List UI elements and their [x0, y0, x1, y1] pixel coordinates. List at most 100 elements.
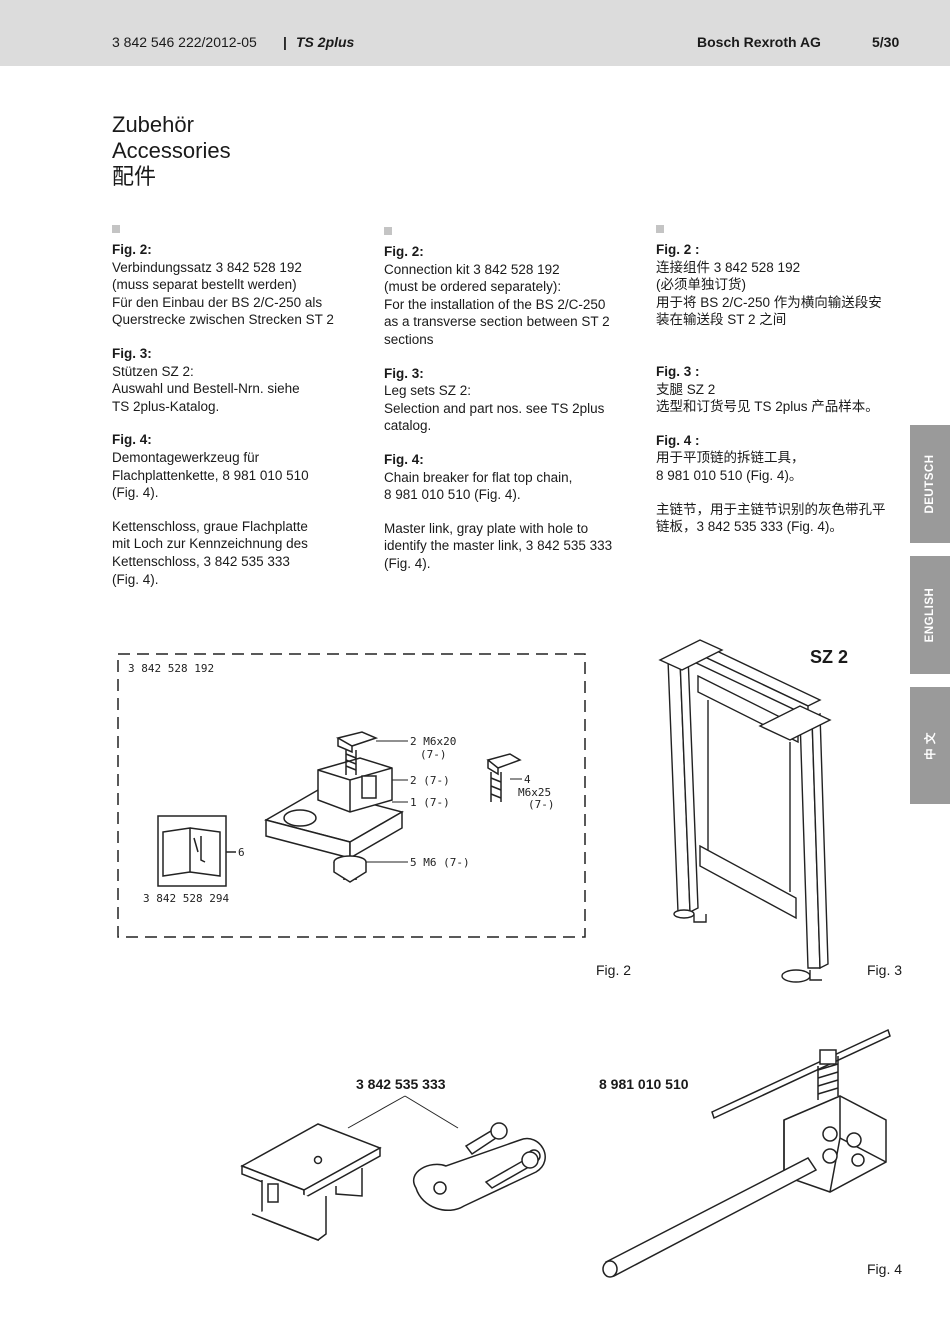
- text-line: 连接组件 3 842 528 192: [656, 259, 801, 275]
- callout-4-size: M6x25: [518, 786, 551, 799]
- text-line: TS 2plus-Katalog.: [112, 398, 220, 414]
- fig2-label: Fig. 2: [596, 962, 632, 978]
- text-line: (Fig. 4).: [112, 485, 159, 501]
- master-link-drawing: [413, 1122, 546, 1211]
- text-line: sections: [384, 331, 434, 347]
- text-line: (Fig. 4).: [112, 571, 159, 587]
- text-line: Querstrecke zwischen Strecken ST 2: [112, 312, 334, 328]
- en-fig3: Fig. 3: Leg sets SZ 2: Selection and par…: [384, 365, 624, 435]
- text-line: Kettenschloss, graue Flachplatte: [112, 518, 308, 534]
- text-line: catalog.: [384, 418, 432, 434]
- de-fig2: Fig. 2: Verbindungssatz 3 842 528 192 (m…: [112, 241, 352, 329]
- master-link-number: 3 842 535 333: [356, 1076, 446, 1092]
- text-line: Connection kit 3 842 528 192: [384, 261, 560, 277]
- flat-plate-drawing: [240, 1123, 382, 1242]
- column-german: Fig. 2: Verbindungssatz 3 842 528 192 (m…: [112, 225, 352, 604]
- fig4-label: Fig. 4: [867, 1261, 903, 1277]
- fig3-label: Fig. 3 :: [656, 363, 700, 379]
- en-fig4: Fig. 4: Chain breaker for flat top chain…: [384, 451, 624, 504]
- company-name: Bosch Rexroth AG: [697, 34, 821, 50]
- callout-1-note: (7-): [420, 748, 447, 761]
- zh-fig3: Fig. 3 : 支腿 SZ 2 选型和订货号见 TS 2plus 产品样本。: [656, 363, 906, 416]
- text-line: Stützen SZ 2:: [112, 363, 194, 379]
- sz2-label: SZ 2: [810, 647, 849, 667]
- fig2-label: Fig. 2 :: [656, 242, 700, 257]
- text-line: 用于将 BS 2/C-250 作为横向输送段安: [656, 294, 882, 310]
- de-master-link: Kettenschloss, graue Flachplatte mit Loc…: [112, 518, 352, 588]
- bullet-square: [656, 225, 664, 233]
- clamp-assembly-drawing: [264, 731, 522, 883]
- fig4-label: Fig. 4 :: [656, 432, 700, 448]
- zh-fig2: Fig. 2 : 连接组件 3 842 528 192 (必须单独订货) 用于将…: [656, 241, 906, 329]
- text-line: Verbindungssatz 3 842 528 192: [112, 259, 302, 275]
- chain-breaker-number: 8 981 010 510: [599, 1076, 689, 1092]
- doc-number: 3 842 546 222/2012-05: [112, 34, 257, 50]
- callout-4: 4: [524, 773, 531, 786]
- bullet-square: [112, 225, 120, 233]
- en-master-link: Master link, gray plate with hole to ide…: [384, 520, 624, 573]
- page-number: 5/30: [872, 34, 900, 50]
- callout-2: 2 (7-): [410, 774, 450, 787]
- fig4-label: Fig. 4:: [112, 432, 152, 448]
- title-en: Accessories: [112, 138, 231, 163]
- fig2-leader-lines: [366, 740, 522, 863]
- text-line: (must be ordered separately):: [384, 279, 562, 295]
- text-line: Für den Einbau der BS 2/C-250 als: [112, 294, 323, 310]
- fig2-tool-number: 3 842 528 294: [143, 892, 229, 905]
- tool-booklet-icon: [157, 815, 236, 887]
- fig3-label: Fig. 3: [867, 962, 903, 978]
- chain-breaker-drawing: [602, 1028, 891, 1278]
- fig4-label: Fig. 4:: [384, 451, 424, 467]
- leg-set-drawing: [658, 639, 832, 983]
- column-chinese: Fig. 2 : 连接组件 3 842 528 192 (必须单独订货) 用于将…: [656, 225, 906, 552]
- text-line: (Fig. 4).: [384, 555, 431, 571]
- text-line: For the installation of the BS 2/C-250: [384, 296, 606, 312]
- text-line: as a transverse section between ST 2: [384, 314, 610, 330]
- tab-english[interactable]: ENGLISH: [910, 556, 950, 674]
- text-line: 选型和订货号见 TS 2plus 产品样本。: [656, 399, 879, 415]
- callout-5: 5 M6 (7-): [410, 856, 470, 869]
- fig2-kit-number: 3 842 528 192: [128, 662, 214, 675]
- tab-chinese[interactable]: 中 文: [910, 687, 950, 804]
- page-header: 3 842 546 222/2012-05 | TS 2plus Bosch R…: [0, 0, 950, 66]
- fig2-label: Fig. 2:: [112, 242, 152, 257]
- fig2-label: Fig. 2:: [384, 244, 424, 259]
- text-line: 用于平顶链的拆链工具，: [656, 450, 805, 466]
- callout-6: 6: [238, 846, 245, 859]
- text-line: Chain breaker for flat top chain,: [384, 469, 573, 485]
- text-line: 8 981 010 510 (Fig. 4).: [384, 487, 521, 503]
- fig4-leader-lines: [347, 1095, 459, 1129]
- fig2-dashed-border: [117, 653, 586, 938]
- text-line: Kettenschloss, 3 842 535 333: [112, 553, 290, 569]
- de-fig3: Fig. 3: Stützen SZ 2: Auswahl und Bestel…: [112, 345, 352, 415]
- column-english: Fig. 2: Connection kit 3 842 528 192 (mu…: [384, 227, 624, 589]
- text-line: 8 981 010 510 (Fig. 4)。: [656, 467, 803, 483]
- text-line: identify the master link, 3 842 535 333: [384, 538, 613, 554]
- callout-3: 1 (7-): [410, 796, 450, 809]
- title-zh: 配件: [112, 164, 157, 189]
- text-line: (muss separat bestellt werden): [112, 277, 297, 293]
- de-fig4: Fig. 4: Demontagewerkzeug für Flachplatt…: [112, 431, 352, 501]
- zh-master-link: 主链节，用于主链节识别的灰色带孔平 链板，3 842 535 333 (Fig.…: [656, 501, 906, 536]
- tab-deutsch[interactable]: DEUTSCH: [910, 425, 950, 543]
- title-de: Zubehör: [112, 112, 194, 137]
- text-line: 链板，3 842 535 333 (Fig. 4)。: [656, 519, 843, 535]
- zh-fig4: Fig. 4 : 用于平顶链的拆链工具， 8 981 010 510 (Fig.…: [656, 432, 906, 485]
- bullet-square: [384, 227, 392, 235]
- callout-1: 2 M6x20: [410, 735, 456, 748]
- header-separator: |: [283, 34, 287, 50]
- text-line: Leg sets SZ 2:: [384, 383, 472, 399]
- en-fig2: Fig. 2: Connection kit 3 842 528 192 (mu…: [384, 243, 624, 349]
- text-line: Flachplattenkette, 8 981 010 510: [112, 467, 309, 483]
- text-line: mit Loch zur Kennzeichnung des: [112, 536, 308, 552]
- text-line: Selection and part nos. see TS 2plus: [384, 400, 605, 416]
- section-title: Zubehör Accessories 配件: [112, 112, 231, 190]
- text-line: 主链节，用于主链节识别的灰色带孔平: [656, 501, 886, 517]
- product-name: TS 2plus: [296, 34, 355, 50]
- text-line: 装在输送段 ST 2 之间: [656, 312, 787, 328]
- text-line: 支腿 SZ 2: [656, 381, 716, 397]
- text-line: (必须单独订货): [656, 277, 746, 293]
